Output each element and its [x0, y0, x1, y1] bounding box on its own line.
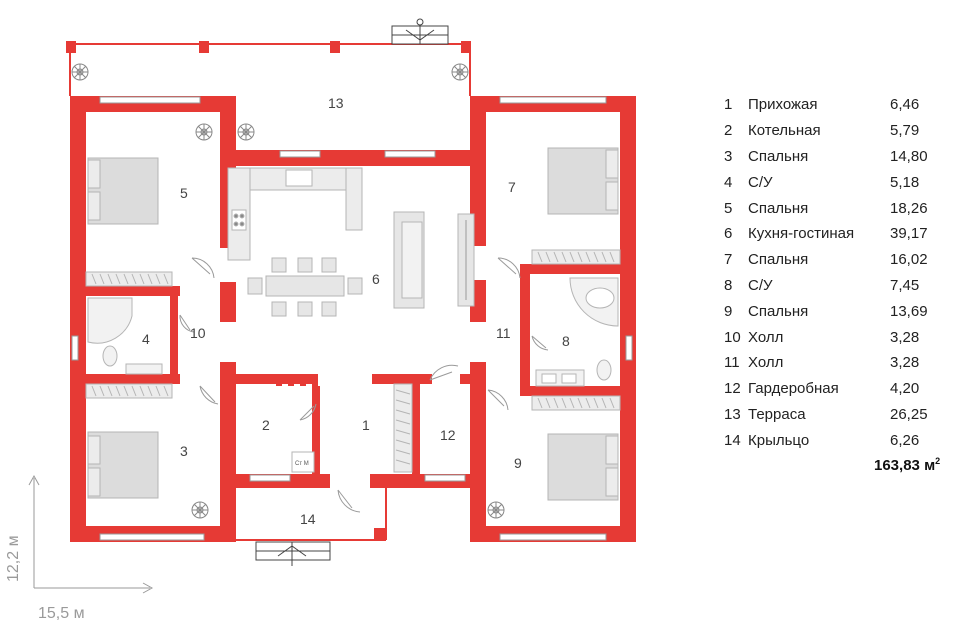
legend-room-name: Прихожая	[748, 96, 818, 114]
room-number-3: 3	[180, 443, 188, 459]
legend-room-name: С/У	[748, 173, 773, 191]
legend-room-area: 6,46	[890, 96, 920, 114]
room-numbers: 1 2 3 4 5 6 7 8 9 10 11 12 13 14	[142, 95, 570, 527]
terrace-outline	[69, 43, 471, 96]
windows	[71, 96, 633, 541]
legend-row: 2 Котельная 5,79	[718, 118, 950, 144]
room-number-10: 10	[190, 325, 206, 341]
legend-row: 4 С/У 5,18	[718, 169, 950, 195]
bathroom-8	[535, 277, 619, 387]
floor-plan: Ст М 1 2 3 4 5 6 7 8 9 10 11 12 13 14 12…	[5, 18, 636, 622]
kitchen	[227, 167, 363, 261]
room-number-13: 13	[328, 95, 344, 111]
legend-room-number: 1	[724, 96, 733, 114]
room-number-9: 9	[514, 455, 522, 471]
terrace-posts	[66, 41, 471, 53]
legend-room-name: Холл	[748, 328, 784, 346]
legend-room-area: 3,28	[890, 354, 920, 372]
dining-set	[247, 257, 363, 317]
room-number-7: 7	[508, 179, 516, 195]
legend-row: 12 Гардеробная 4,20	[718, 376, 950, 402]
legend-room-name: Котельная	[748, 122, 821, 140]
legend-room-area: 26,25	[890, 405, 928, 423]
legend-room-area: 39,17	[890, 225, 928, 243]
room-number-12: 12	[440, 427, 456, 443]
living-set	[393, 211, 475, 309]
legend-room-area: 5,79	[890, 122, 920, 140]
legend-row: 11 Холл 3,28	[718, 350, 950, 376]
legend-room-area: 6,26	[890, 431, 920, 449]
legend-room-name: Спальня	[748, 147, 809, 165]
dimension-axes	[28, 474, 154, 594]
total-area: 163,83 м2	[874, 456, 940, 474]
room-number-8: 8	[562, 333, 570, 349]
legend-row: 8 С/У 7,45	[718, 273, 950, 299]
total-area-unit: м	[924, 457, 936, 474]
legend-room-area: 7,45	[890, 276, 920, 294]
legend-room-number: 12	[724, 380, 741, 398]
legend-row: 14 Крыльцо 6,26	[718, 427, 950, 453]
legend-row: 13 Терраса 26,25	[718, 402, 950, 428]
total-area-value: 163,83	[874, 457, 920, 474]
steps	[255, 18, 449, 566]
legend-room-name: Крыльцо	[748, 431, 810, 449]
room-number-6: 6	[372, 271, 380, 287]
legend-room-area: 18,26	[890, 199, 928, 217]
legend-row: 9 Спальня 13,69	[718, 298, 950, 324]
legend-room-name: Спальня	[748, 302, 809, 320]
bathroom-4	[87, 297, 163, 375]
legend-row: 7 Спальня 16,02	[718, 247, 950, 273]
legend-room-name: Терраса	[748, 405, 806, 423]
legend-room-area: 4,20	[890, 380, 920, 398]
legend-row: 1 Прихожая 6,46	[718, 92, 950, 118]
room-number-14: 14	[300, 511, 316, 527]
legend-room-number: 5	[724, 199, 733, 217]
legend-room-number: 6	[724, 225, 733, 243]
legend-room-area: 16,02	[890, 251, 928, 269]
legend-room-number: 13	[724, 405, 741, 423]
legend-room-number: 10	[724, 328, 741, 346]
legend-room-name: Кухня-гостиная	[748, 225, 855, 243]
total-area-unit-sup: 2	[935, 456, 941, 466]
legend-room-number: 7	[724, 251, 733, 269]
legend-room-area: 14,80	[890, 147, 928, 165]
legend-room-area: 5,18	[890, 173, 920, 191]
boiler-fittings	[276, 374, 306, 386]
legend-room-name: С/У	[748, 276, 773, 294]
interior-walls	[80, 264, 626, 478]
room-number-4: 4	[142, 331, 150, 347]
legend-room-name: Спальня	[748, 199, 809, 217]
wardrobes	[85, 249, 621, 473]
legend-room-number: 9	[724, 302, 733, 320]
legend-row: 6 Кухня-гостиная 39,17	[718, 221, 950, 247]
legend-room-name: Гардеробная	[748, 380, 839, 398]
legend-room-area: 13,69	[890, 302, 928, 320]
washing-machine-label: Ст М	[295, 461, 309, 467]
plants	[71, 63, 505, 519]
height-dimension-label: 12,2 м	[5, 535, 22, 582]
legend-row: 3 Спальня 14,80	[718, 144, 950, 170]
door-swings	[179, 257, 549, 513]
legend-row: 10 Холл 3,28	[718, 324, 950, 350]
legend-room-number: 14	[724, 431, 741, 449]
washing-machine	[291, 451, 315, 473]
legend-room-name: Спальня	[748, 251, 809, 269]
legend-room-name: Холл	[748, 354, 784, 372]
beds	[87, 147, 619, 501]
porch-post	[374, 528, 386, 540]
legend-room-area: 3,28	[890, 328, 920, 346]
wardrobe-hatching	[91, 251, 615, 465]
room-number-5: 5	[180, 185, 188, 201]
legend-room-number: 3	[724, 147, 733, 165]
room-number-1: 1	[362, 417, 370, 433]
room-number-2: 2	[262, 417, 270, 433]
legend-room-number: 8	[724, 276, 733, 294]
legend-room-number: 4	[724, 173, 733, 191]
legend-room-number: 2	[724, 122, 733, 140]
legend-row: 5 Спальня 18,26	[718, 195, 950, 221]
legend-room-number: 11	[724, 354, 740, 372]
room-number-11: 11	[496, 325, 511, 341]
width-dimension-label: 15,5 м	[38, 605, 85, 622]
